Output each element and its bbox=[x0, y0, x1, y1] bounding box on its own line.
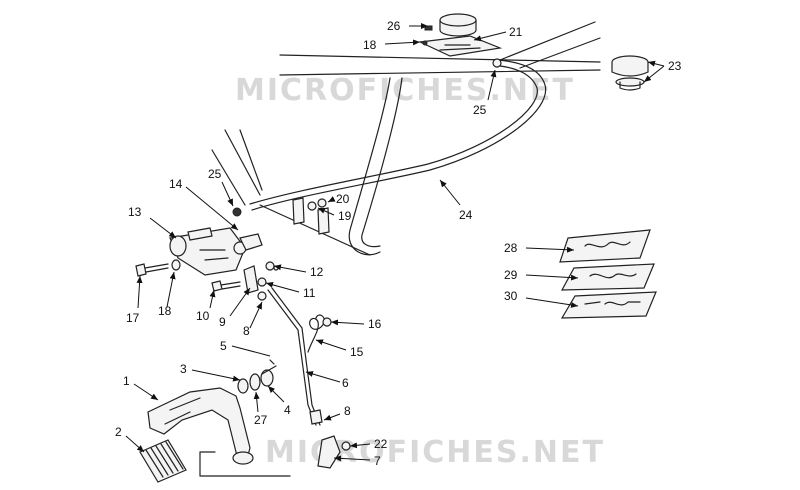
callout-25-left: 25 bbox=[208, 167, 222, 181]
brake-hose bbox=[249, 58, 547, 256]
callout-2: 2 bbox=[115, 425, 122, 439]
callout-12: 12 bbox=[310, 265, 324, 279]
callout-22: 22 bbox=[374, 437, 388, 451]
foot-rubber bbox=[139, 439, 187, 483]
callout-26: 26 bbox=[387, 19, 401, 33]
callout-9: 9 bbox=[219, 315, 226, 329]
seal-kits bbox=[559, 229, 657, 319]
callout-11: 11 bbox=[303, 286, 316, 300]
pivot-washers bbox=[237, 359, 277, 394]
callout-19: 19 bbox=[338, 209, 352, 223]
callout-28: 28 bbox=[504, 241, 518, 255]
frame-lines bbox=[211, 21, 601, 256]
brake-pedal bbox=[147, 387, 291, 477]
callout-24: 24 bbox=[459, 208, 473, 222]
callout-27: 27 bbox=[254, 413, 268, 427]
bolt-17 bbox=[135, 259, 181, 277]
master-cylinder bbox=[169, 227, 263, 276]
callout-6: 6 bbox=[342, 376, 349, 390]
callout-23: 23 bbox=[668, 59, 682, 73]
callout-4: 4 bbox=[284, 403, 291, 417]
spring-15 bbox=[307, 314, 332, 353]
cap-23 bbox=[611, 55, 649, 91]
callout-21: 21 bbox=[509, 25, 523, 39]
callout-labels: 26 18 21 23 25 24 25 14 13 20 19 12 11 1… bbox=[115, 19, 682, 468]
callout-14: 14 bbox=[169, 177, 183, 191]
callout-15: 15 bbox=[350, 345, 364, 359]
push-rod-parts bbox=[211, 261, 279, 301]
callout-3: 3 bbox=[180, 362, 187, 376]
callout-13: 13 bbox=[128, 205, 142, 219]
hose-clamps bbox=[232, 197, 330, 235]
callout-25-top: 25 bbox=[473, 103, 487, 117]
leader-lines bbox=[125, 23, 665, 462]
callout-20: 20 bbox=[336, 192, 350, 206]
watermark-top: MICROFICHES.NET bbox=[235, 73, 575, 108]
watermark-bottom: MICROFICHES.NET bbox=[265, 435, 605, 470]
callout-7: 7 bbox=[374, 454, 381, 468]
callout-18-left: 18 bbox=[158, 304, 172, 318]
callout-30: 30 bbox=[504, 289, 518, 303]
reservoir-assembly bbox=[417, 13, 503, 57]
callout-8-upper: 8 bbox=[243, 324, 250, 338]
callout-17: 17 bbox=[126, 311, 140, 325]
callout-10: 10 bbox=[196, 309, 210, 323]
callout-18-top: 18 bbox=[363, 38, 377, 52]
callout-16: 16 bbox=[368, 317, 382, 331]
callout-1: 1 bbox=[123, 374, 130, 388]
callout-8-lower: 8 bbox=[344, 404, 351, 418]
callout-29: 29 bbox=[504, 268, 518, 282]
rod-6 bbox=[267, 287, 323, 426]
callout-5: 5 bbox=[220, 339, 227, 353]
